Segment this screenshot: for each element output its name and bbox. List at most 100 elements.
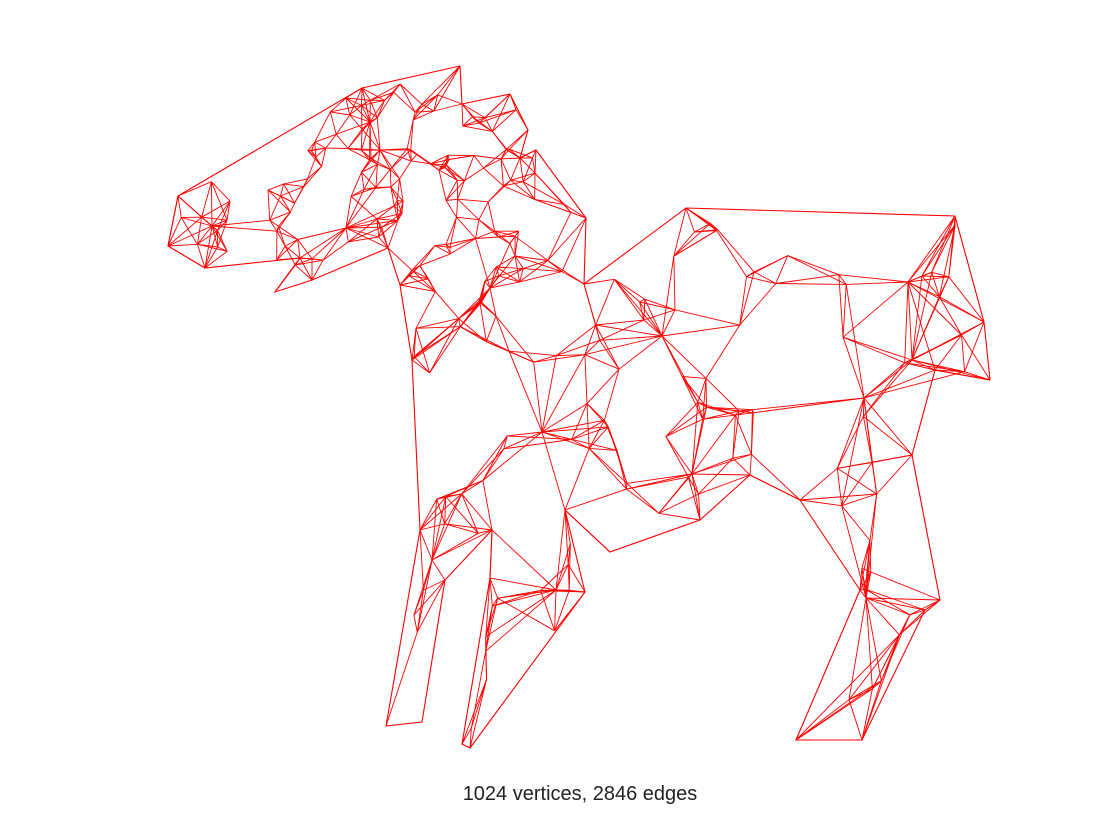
mesh-edge xyxy=(509,350,557,357)
mesh-edge xyxy=(485,315,497,342)
mesh-edge xyxy=(276,211,291,232)
mesh-edge xyxy=(280,195,291,213)
mesh-edge xyxy=(350,196,378,220)
mesh-edge xyxy=(541,355,557,433)
mesh-edge xyxy=(478,109,517,124)
mesh-edge xyxy=(431,499,438,561)
mesh-edge xyxy=(702,378,707,420)
mesh-edge xyxy=(682,376,707,379)
mesh-edge xyxy=(661,335,707,379)
mesh-edge xyxy=(639,301,645,321)
mesh-edge xyxy=(390,186,395,206)
mesh-edge xyxy=(411,160,431,165)
mesh-edge xyxy=(461,493,479,534)
mesh-edge xyxy=(345,227,349,242)
mesh-edge xyxy=(461,103,486,119)
mesh-edge xyxy=(865,597,941,601)
mesh-edge xyxy=(697,378,707,403)
mesh-edge xyxy=(795,680,882,741)
mesh-edge xyxy=(433,94,439,112)
mesh-edge xyxy=(376,218,398,221)
mesh-edge xyxy=(396,200,399,221)
mesh-edge xyxy=(588,448,627,490)
mesh-edge xyxy=(390,178,400,188)
mesh-edge xyxy=(489,268,524,289)
mesh-edge xyxy=(673,256,676,310)
mesh-edge xyxy=(626,488,660,514)
mesh-edge xyxy=(376,149,381,165)
mesh-edge xyxy=(739,276,747,326)
mesh-edge xyxy=(335,114,351,135)
mesh-edge xyxy=(498,268,524,277)
mesh-edge xyxy=(842,337,865,399)
mesh-edge xyxy=(673,207,687,257)
mesh-edge xyxy=(370,83,401,101)
mesh-edge xyxy=(541,431,566,511)
mesh-edge xyxy=(739,283,777,326)
mesh-edge xyxy=(694,229,718,233)
mesh-edge xyxy=(430,159,450,165)
mesh-edge xyxy=(848,699,863,741)
mesh-edge xyxy=(495,266,520,283)
mesh-edge xyxy=(842,284,847,338)
mesh-edge xyxy=(496,266,524,270)
mesh-edge xyxy=(732,415,736,459)
mesh-edge xyxy=(503,439,572,450)
mesh-edge xyxy=(413,110,435,121)
mesh-edge xyxy=(479,302,487,342)
mesh-edge xyxy=(387,220,399,249)
mesh-outline xyxy=(167,65,991,749)
mesh-edge xyxy=(842,336,913,361)
mesh-edge xyxy=(862,416,873,463)
mesh-edge xyxy=(842,336,905,364)
mesh-edge xyxy=(348,218,378,243)
mesh-edge xyxy=(697,401,736,416)
mesh-edge xyxy=(842,281,909,338)
mesh-edge xyxy=(495,255,516,268)
mesh-edge xyxy=(462,117,486,127)
mesh-edge xyxy=(410,154,418,162)
mesh-edge xyxy=(361,149,381,173)
mesh-edge xyxy=(865,597,926,611)
mesh-edge xyxy=(534,199,587,219)
mesh-edge xyxy=(921,275,949,278)
mesh-edge xyxy=(837,467,877,495)
mesh-edge xyxy=(197,225,213,245)
mesh-edge xyxy=(665,401,699,437)
mesh-edge xyxy=(934,334,962,371)
mesh-edge xyxy=(691,414,736,475)
mesh-edge xyxy=(297,227,347,240)
mesh-edge xyxy=(485,589,557,652)
mesh-edge xyxy=(836,397,865,469)
mesh-edge xyxy=(775,283,847,285)
mesh-edge xyxy=(463,155,475,181)
mesh-edge xyxy=(491,93,511,132)
mesh-edge xyxy=(435,291,460,319)
mesh-edge xyxy=(295,259,324,266)
mesh-edge xyxy=(177,181,212,197)
mesh-edge xyxy=(376,117,381,151)
mesh-edge xyxy=(411,318,459,361)
mesh-edge xyxy=(307,141,316,151)
mesh-edge xyxy=(462,122,480,127)
mesh-edge xyxy=(489,281,520,289)
mesh-edge xyxy=(519,268,524,283)
mesh-edge xyxy=(643,319,663,337)
mesh-edge xyxy=(541,354,586,433)
mesh-edge xyxy=(556,354,585,357)
mesh-edge xyxy=(347,148,381,151)
mesh-edge xyxy=(485,589,557,638)
mesh-edge xyxy=(361,105,363,130)
mesh-edge xyxy=(482,480,493,531)
mesh-caption: 1024 vertices, 2846 edges xyxy=(462,783,698,805)
mesh-edge xyxy=(564,509,611,553)
mesh-edge xyxy=(541,426,609,433)
mesh-edge xyxy=(204,225,213,269)
mesh-edge xyxy=(475,236,499,239)
mesh-edge xyxy=(345,97,351,116)
mesh-edge xyxy=(457,198,489,203)
mesh-edge xyxy=(515,109,529,131)
mesh-edge xyxy=(345,205,395,229)
